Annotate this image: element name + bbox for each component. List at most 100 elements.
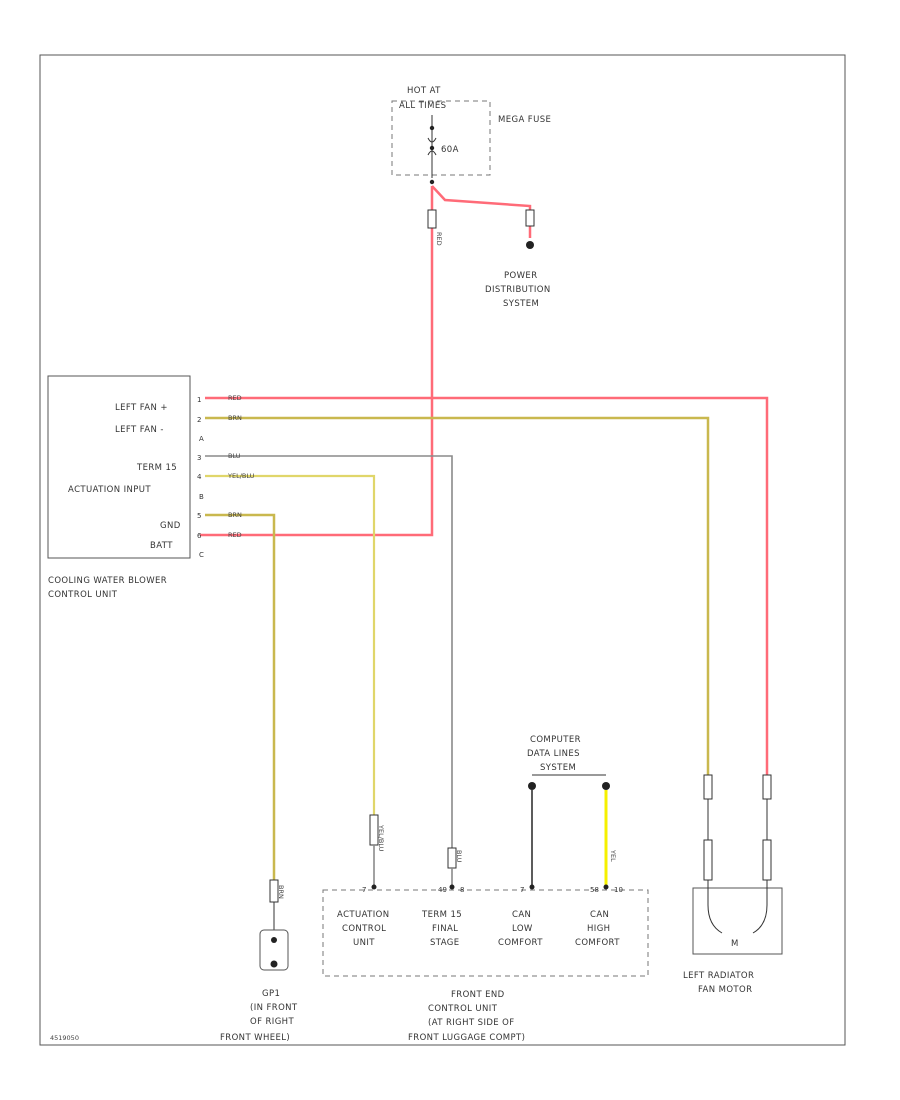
- front-end-pin-extra-1: 49: [438, 886, 447, 894]
- front-end-name-line3: (AT RIGHT SIDE OF: [428, 1018, 515, 1028]
- fuse-element-lower: [427, 150, 437, 156]
- ground-name-line4: FRONT WHEEL): [220, 1033, 290, 1043]
- connector-fan-pos-upper: [762, 774, 772, 800]
- pin-num-2: 2: [197, 416, 201, 424]
- fuse-rating: 60A: [441, 145, 459, 155]
- ground-name-line3: OF RIGHT: [250, 1017, 294, 1027]
- pin-label-left-fan-neg: LEFT FAN -: [115, 425, 164, 435]
- wire-label-batt: RED: [228, 531, 242, 539]
- data-lines-line2: DATA LINES: [527, 749, 580, 759]
- front-end-pin-7-dot: [371, 884, 377, 890]
- connector-term15: [447, 847, 457, 869]
- ground-name-line1: GP1: [262, 989, 280, 999]
- can-low-terminal: [528, 782, 536, 790]
- motor-housing: [692, 887, 783, 955]
- wire-label-fan-pos: RED: [228, 394, 242, 402]
- cooling-water-blower-control-unit: LEFT FAN + LEFT FAN - TERM 15 ACTUATION …: [47, 375, 204, 600]
- front-end-can-low-line3: COMFORT: [498, 938, 543, 948]
- control-unit-box: [47, 375, 191, 559]
- control-unit-name-line2: CONTROL UNIT: [48, 590, 118, 600]
- connector-actuation: [369, 814, 379, 846]
- front-end-term15-line2: FINAL: [432, 924, 458, 934]
- connector-fan-pos-lower: [762, 839, 772, 881]
- pin-label-term15: TERM 15: [136, 463, 177, 473]
- wire-label-can-high: YEL: [609, 849, 617, 862]
- connector-fuse-out: [427, 209, 437, 229]
- pin-num-b: B: [199, 493, 204, 501]
- front-end-can-low-line2: LOW: [512, 924, 533, 934]
- front-end-pin-num-3: 7: [520, 886, 524, 894]
- wire-label-ground-vertical: BRN: [277, 885, 285, 899]
- wire-actuation-input: [205, 474, 376, 815]
- front-end-pin-num-1: 7: [362, 886, 366, 894]
- front-end-actuation-line2: CONTROL: [342, 924, 386, 934]
- left-radiator-fan-motor: M LEFT RADIATOR FAN MOTOR: [683, 774, 783, 995]
- front-end-name-line4: FRONT LUGGAGE COMPT): [408, 1033, 525, 1043]
- connector-power-distribution: [525, 209, 535, 227]
- ground-terminal-top: [271, 937, 277, 943]
- fuse-box: [391, 100, 491, 176]
- power-dist-line3: SYSTEM: [503, 299, 539, 309]
- connector-fan-neg-upper: [703, 774, 713, 800]
- fuse-terminal-mid: [429, 145, 435, 151]
- front-end-name-line2: CONTROL UNIT: [428, 1004, 498, 1014]
- pin-num-1: 1: [197, 396, 201, 404]
- wire-fuse-to-batt: [200, 186, 434, 537]
- front-end-can-low-line1: CAN: [512, 910, 531, 920]
- front-end-name-line1: FRONT END: [451, 990, 505, 1000]
- front-end-control-unit: 7 49 8 7 58 10 ACTUATION CONTROL UNIT TE…: [322, 884, 649, 1043]
- front-end-box: [322, 889, 649, 977]
- front-end-term15-line3: STAGE: [430, 938, 460, 948]
- front-end-can-high-line1: CAN: [590, 910, 609, 920]
- motor-name-line1: LEFT RADIATOR: [683, 971, 754, 981]
- wire-ground: [205, 513, 276, 880]
- front-end-pin-8-dot: [449, 884, 455, 890]
- fuse-hot-line2: ALL TIMES: [399, 101, 446, 111]
- wire-label-term15: BLU: [228, 452, 241, 460]
- connector-ground: [269, 879, 279, 903]
- fuse-name: MEGA FUSE: [498, 115, 551, 125]
- wire-label-actuation: YEL/BLU: [227, 472, 255, 480]
- mega-fuse: HOT AT ALL TIMES 60A MEGA FUSE: [391, 86, 551, 185]
- wire-label-term15-vertical: BLU: [455, 850, 463, 863]
- fuse-terminal-top: [429, 125, 435, 131]
- pin-label-gnd: GND: [160, 521, 181, 531]
- pin-label-actuation-input: ACTUATION INPUT: [68, 485, 151, 495]
- motor-winding-left: [707, 904, 723, 934]
- power-dist-line1: POWER: [504, 271, 538, 281]
- pin-num-a: A: [199, 435, 204, 443]
- pin-num-4: 4: [197, 473, 202, 481]
- front-end-pin-num-4: 10: [614, 886, 623, 894]
- front-end-pin-extra-2: 58: [590, 886, 599, 894]
- wire-left-fan-neg: [205, 416, 710, 775]
- front-end-term15-line1: TERM 15: [421, 910, 462, 920]
- connector-fan-neg-lower: [703, 839, 713, 881]
- pin-num-3: 3: [197, 454, 201, 462]
- control-unit-name-line1: COOLING WATER BLOWER: [48, 576, 167, 586]
- front-end-pin-num-2: 8: [460, 886, 464, 894]
- diagram-id: 4519050: [50, 1034, 79, 1042]
- data-lines-line3: SYSTEM: [540, 763, 576, 773]
- data-lines-line1: COMPUTER: [530, 735, 581, 745]
- wire-label-fan-neg: BRN: [228, 414, 242, 422]
- wire-term15: [205, 455, 453, 848]
- front-end-can-high-dot: [603, 884, 609, 890]
- fuse-terminal-bottom: [429, 179, 435, 185]
- motor-symbol: M: [731, 939, 739, 949]
- wire-left-fan-pos: [205, 396, 769, 775]
- power-dist-line2: DISTRIBUTION: [485, 285, 551, 295]
- motor-winding-right: [752, 904, 768, 934]
- wire-label-gnd: BRN: [228, 511, 242, 519]
- ground-gp1: GP1 (IN FRONT OF RIGHT FRONT WHEEL): [220, 902, 298, 1043]
- fuse-hot-line1: HOT AT: [407, 86, 441, 96]
- motor-name-line2: FAN MOTOR: [698, 985, 752, 995]
- power-distribution-terminal: [526, 241, 534, 249]
- pin-label-left-fan-pos: LEFT FAN +: [115, 403, 168, 413]
- pin-num-c: C: [199, 551, 204, 559]
- front-end-can-high-line3: COMFORT: [575, 938, 620, 948]
- ground-name-line2: (IN FRONT: [250, 1003, 298, 1013]
- front-end-actuation-line3: UNIT: [353, 938, 375, 948]
- wire-fuse-to-power-distribution: [431, 185, 532, 238]
- pin-num-5: 5: [197, 512, 201, 520]
